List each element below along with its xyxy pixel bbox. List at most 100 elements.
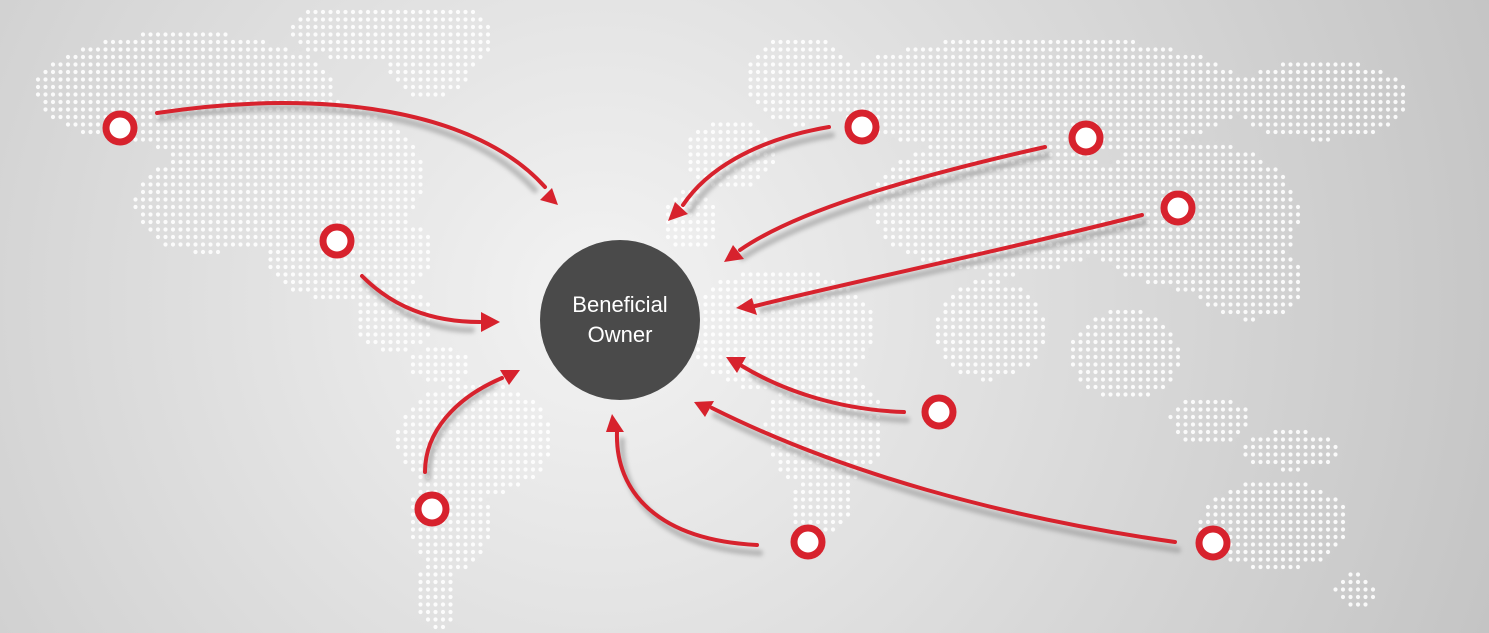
- map-dot: [1085, 47, 1091, 52]
- map-dot: [283, 212, 288, 217]
- map-dot: [845, 437, 851, 442]
- map-dot: [403, 84, 408, 90]
- map-dot: [1280, 204, 1286, 210]
- map-dot: [823, 302, 828, 307]
- map-dot: [1168, 167, 1173, 172]
- map-dot: [305, 249, 311, 255]
- map-dot: [418, 407, 423, 412]
- map-dot: [358, 204, 363, 210]
- map-dot: [260, 39, 266, 45]
- map-dot: [1205, 77, 1211, 82]
- map-dot: [868, 392, 873, 397]
- map-dot: [763, 347, 768, 352]
- map-dot: [223, 159, 228, 165]
- map-dot: [418, 249, 423, 255]
- map-dot: [1123, 174, 1128, 180]
- map-dot: [1070, 189, 1076, 195]
- map-dot: [305, 92, 311, 97]
- map-dot: [178, 122, 183, 127]
- map-dot: [673, 227, 678, 232]
- map-dot: [1100, 377, 1106, 382]
- map-dot: [973, 144, 978, 150]
- map-dot: [928, 234, 933, 240]
- map-dot: [425, 242, 431, 247]
- map-dot: [988, 137, 993, 142]
- map-dot: [703, 347, 708, 352]
- map-dot: [58, 77, 63, 82]
- map-dot: [1273, 287, 1278, 292]
- map-dot: [830, 362, 836, 367]
- map-dot: [238, 92, 243, 97]
- map-dot: [223, 69, 228, 75]
- map-dot: [823, 62, 828, 67]
- map-dot: [1220, 234, 1226, 240]
- map-dot: [778, 362, 783, 367]
- map-dot: [748, 92, 753, 97]
- map-dot: [1190, 84, 1196, 90]
- map-dot: [1235, 77, 1241, 82]
- map-dot: [1288, 527, 1293, 532]
- map-dot: [748, 272, 753, 277]
- map-dot: [950, 242, 956, 247]
- map-dot: [1100, 362, 1106, 367]
- map-dot: [388, 197, 393, 202]
- map-dot: [403, 242, 408, 247]
- map-dot: [1168, 182, 1173, 187]
- map-dot: [950, 219, 956, 225]
- map-dot: [1003, 62, 1008, 67]
- map-dot: [485, 467, 491, 472]
- map-dot: [1003, 122, 1008, 127]
- map-dot: [1175, 137, 1181, 142]
- map-dot: [493, 459, 498, 465]
- map-dot: [823, 504, 828, 510]
- map-dot: [455, 497, 461, 502]
- map-dot: [1138, 272, 1143, 277]
- map-dot: [298, 159, 303, 165]
- map-dot: [403, 159, 408, 165]
- map-dot: [815, 512, 821, 517]
- map-dot: [1363, 114, 1368, 120]
- map-dot: [1063, 84, 1068, 90]
- map-dot: [830, 489, 836, 495]
- map-dot: [1040, 62, 1046, 67]
- map-dot: [358, 279, 363, 285]
- map-dot: [358, 182, 363, 187]
- map-dot: [988, 129, 993, 135]
- map-dot: [853, 99, 858, 105]
- map-dot: [1123, 369, 1128, 375]
- map-dot: [320, 257, 326, 262]
- map-dot: [478, 527, 483, 532]
- map-dot: [1093, 242, 1098, 247]
- map-dot: [260, 69, 266, 75]
- map-dot: [80, 47, 86, 52]
- map-dot: [1303, 482, 1308, 487]
- map-dot: [200, 99, 206, 105]
- map-dot: [1025, 257, 1031, 262]
- map-dot: [1265, 527, 1271, 532]
- map-dot: [350, 17, 356, 22]
- map-dot: [283, 54, 288, 60]
- map-dot: [1258, 197, 1263, 202]
- map-dot: [500, 399, 506, 405]
- map-dot: [350, 279, 356, 285]
- map-dot: [740, 279, 746, 285]
- map-dot: [838, 504, 843, 510]
- map-dot: [1018, 189, 1023, 195]
- map-dot: [1318, 99, 1323, 105]
- map-dot: [980, 69, 986, 75]
- map-dot: [283, 47, 288, 52]
- map-dot: [283, 219, 288, 225]
- map-dot: [155, 227, 161, 232]
- map-dot: [1220, 249, 1226, 255]
- map-dot: [1085, 347, 1091, 352]
- map-dot: [1400, 99, 1406, 105]
- map-dot: [1228, 84, 1233, 90]
- map-dot: [1168, 152, 1173, 157]
- map-dot: [1325, 84, 1331, 90]
- map-dot: [838, 512, 843, 517]
- map-dot: [395, 182, 401, 187]
- map-dot: [1063, 212, 1068, 217]
- map-dot: [140, 114, 146, 120]
- map-dot: [253, 114, 258, 120]
- map-dot: [1138, 339, 1143, 345]
